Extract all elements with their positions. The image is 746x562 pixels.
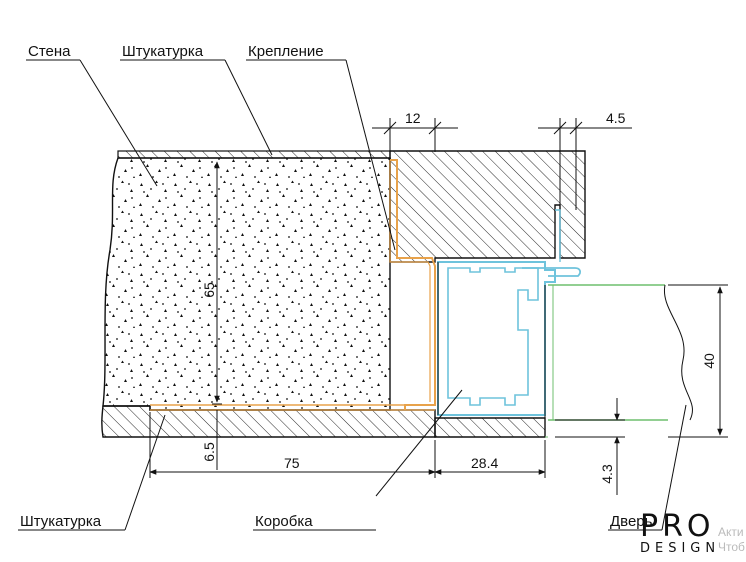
label-frame: Коробка bbox=[255, 513, 313, 530]
wall-body bbox=[102, 157, 391, 411]
pro-design-logo: PRO DESIGN bbox=[640, 509, 720, 556]
label-fastening: Крепление bbox=[248, 43, 324, 60]
dim-height-65: 65 bbox=[201, 282, 217, 298]
dim-gap-top: 12 bbox=[405, 110, 421, 126]
dim-bottom-6-5: 6.5 bbox=[201, 442, 217, 462]
logo-sub-text: DESIGN bbox=[640, 541, 720, 556]
dim-door-4-3: 4.3 bbox=[599, 464, 615, 484]
door-leaf bbox=[545, 284, 693, 438]
leader-lines bbox=[18, 59, 687, 531]
wall-rebate-block bbox=[389, 150, 586, 263]
label-door: Дверь bbox=[610, 513, 653, 530]
label-plaster-bottom: Штукатурка bbox=[20, 513, 102, 530]
activation-watermark: Акти Чтоб bbox=[718, 525, 745, 554]
watermark-line1: Акти bbox=[718, 525, 744, 539]
label-wall: Стена bbox=[28, 43, 71, 60]
dimension-lines bbox=[149, 118, 728, 495]
plaster-bottom-layer bbox=[101, 405, 546, 438]
label-plaster-top: Штукатурка bbox=[122, 43, 204, 60]
plaster-top-layer bbox=[117, 150, 391, 159]
fastening-profile bbox=[150, 159, 436, 411]
dim-width-28-4: 28.4 bbox=[471, 455, 498, 471]
logo-main-text: PRO bbox=[640, 509, 715, 544]
watermark-line2: Чтоб bbox=[718, 540, 745, 554]
frame-profile bbox=[437, 209, 582, 437]
dim-width-75: 75 bbox=[284, 455, 300, 471]
dim-door-40: 40 bbox=[701, 353, 717, 369]
dim-rebate-top: 4.5 bbox=[606, 110, 626, 126]
